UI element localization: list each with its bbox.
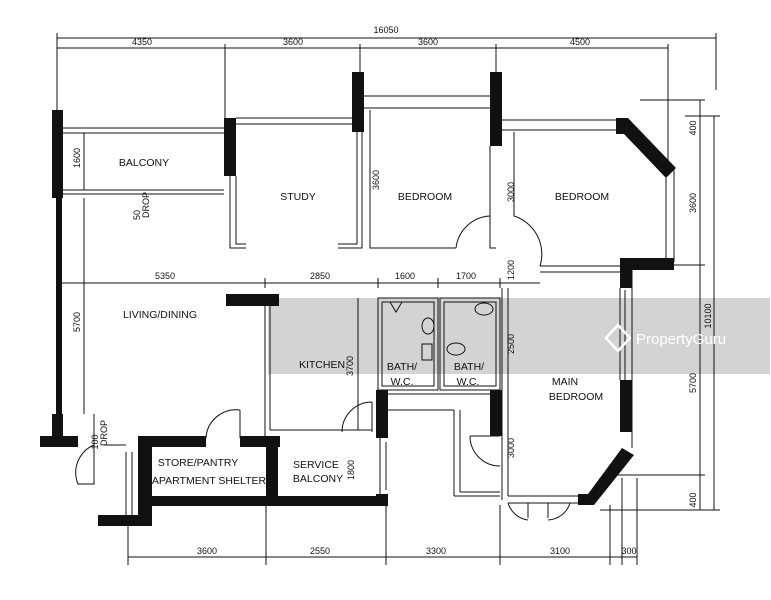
dim-top-3: 3600 [418,37,438,47]
dim-right-4: 400 [688,492,698,507]
dim-right-1: 400 [688,120,698,135]
watermark-text: PropertyGuru [636,331,726,348]
label-bath-1-line1: BATH/ [387,361,417,373]
top-dimensions [56,33,717,160]
note-drop-1-label: DROP [141,192,151,218]
label-bath-2-line2: W.C. [457,376,480,388]
label-study: STUDY [280,191,316,203]
dim-right-2: 3600 [688,193,698,213]
dim-right-total: 10100 [703,303,713,328]
dim-bath-v: 2500 [506,334,516,354]
dim-lower-v: 3000 [506,438,516,458]
right-dimensions [600,99,720,511]
dim-mid-1: 5350 [155,271,175,281]
label-service-line2: BALCONY [293,473,343,485]
label-bedroom-2: BEDROOM [555,191,609,203]
dim-mid-3: 1600 [395,271,415,281]
dim-bottom-1: 3600 [197,546,217,556]
dim-bottom-3: 3300 [426,546,446,556]
label-main-bedroom-line1: MAIN [552,376,578,388]
bottom-dimensions [127,478,638,565]
label-bedroom-1: BEDROOM [398,191,452,203]
dim-bottom-4: 3100 [550,546,570,556]
walls [40,72,676,526]
label-kitchen: KITCHEN [299,359,345,371]
watermark: PropertyGuru [604,323,726,353]
dim-top-total: 16050 [373,25,398,35]
label-store-line1: STORE/PANTRY [158,457,239,469]
dim-service-v: 1800 [346,460,356,480]
mid-dimensions [62,278,540,288]
dim-top-2: 3600 [283,37,303,47]
bath-fixtures [389,301,494,361]
note-drop-2-value: 100 [90,434,100,449]
dim-study-v: 3600 [371,170,381,190]
dim-top-1: 4350 [132,37,152,47]
dim-right-3: 5700 [688,373,698,393]
label-store-line2: (APARTMENT SHELTER) [148,475,269,487]
dim-bottom-2: 2550 [310,546,330,556]
label-service-line1: SERVICE [293,459,339,471]
dim-left-2: 5700 [72,312,82,332]
dim-door-v: 1200 [506,260,516,280]
label-balcony: BALCONY [119,157,169,169]
watermark-band [268,298,770,374]
dim-top-4: 4500 [570,37,590,47]
dim-left-1: 1600 [72,148,82,168]
label-main-bedroom-line2: BEDROOM [549,391,603,403]
label-living-dining: LIVING/DINING [123,309,197,321]
dim-bottom-5: 300 [621,546,636,556]
label-bath-1-line2: W.C. [391,376,414,388]
dim-mid-4: 1700 [456,271,476,281]
thin-walls [63,95,675,521]
note-drop-1-value: 50 [132,210,142,220]
dim-kitchen-v: 3700 [345,356,355,376]
label-bath-2-line1: BATH/ [454,361,484,373]
propertyguru-logo-icon [604,323,632,353]
dim-mid-2: 2850 [310,271,330,281]
note-drop-2-label: DROP [99,420,109,446]
dim-bed-v: 3000 [506,182,516,202]
